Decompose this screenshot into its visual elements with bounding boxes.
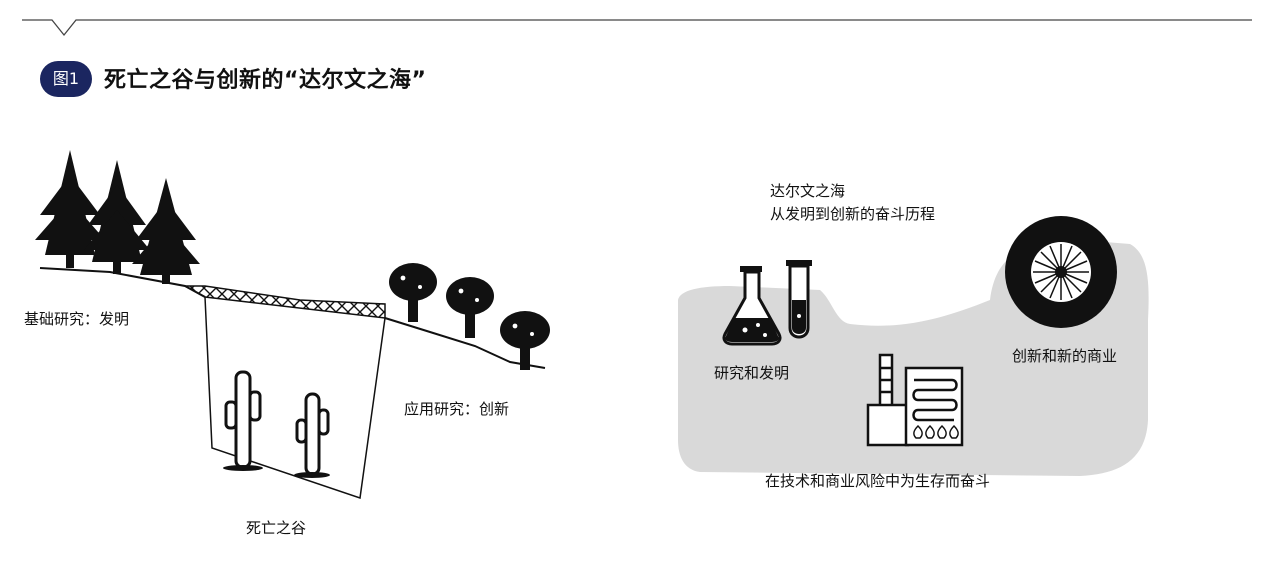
label-research-invention: 研究和发明 xyxy=(714,364,790,382)
pine-tree-icon xyxy=(35,150,105,268)
cactus-shadow xyxy=(294,472,330,478)
round-tree-icon xyxy=(446,277,494,338)
valley-walls xyxy=(204,296,386,500)
net-bridge xyxy=(184,285,386,319)
label-basic-research: 基础研究：发明 xyxy=(24,310,130,328)
pine-tree-icon xyxy=(84,160,150,274)
cactus-shadow xyxy=(223,465,263,471)
figure-badge: 图1 xyxy=(40,61,92,97)
label-valley-of-death: 死亡之谷 xyxy=(246,519,307,537)
cactus-icon xyxy=(224,370,262,469)
cactus-icon xyxy=(295,392,330,476)
round-tree-icon xyxy=(500,311,550,370)
pine-tree-icon xyxy=(132,178,200,284)
figure-title: 死亡之谷与创新的“达尔文之海” xyxy=(104,68,427,93)
test-tube-icon xyxy=(786,260,812,339)
label-survival-struggle: 在技术和商业风险中为生存而奋斗 xyxy=(765,472,991,490)
label-innovation-commerce: 创新和新的商业 xyxy=(1012,347,1118,365)
label-darwin-sea: 达尔文之海 xyxy=(770,182,846,200)
round-tree-icon xyxy=(389,263,437,322)
factory-icon xyxy=(866,353,964,447)
header-rule xyxy=(22,19,1252,37)
flask-icon xyxy=(722,266,782,346)
label-applied-research: 应用研究：创新 xyxy=(404,400,510,418)
wheel-icon xyxy=(1005,216,1117,328)
label-darwin-sea-subtitle: 从发明到创新的奋斗历程 xyxy=(770,205,936,223)
